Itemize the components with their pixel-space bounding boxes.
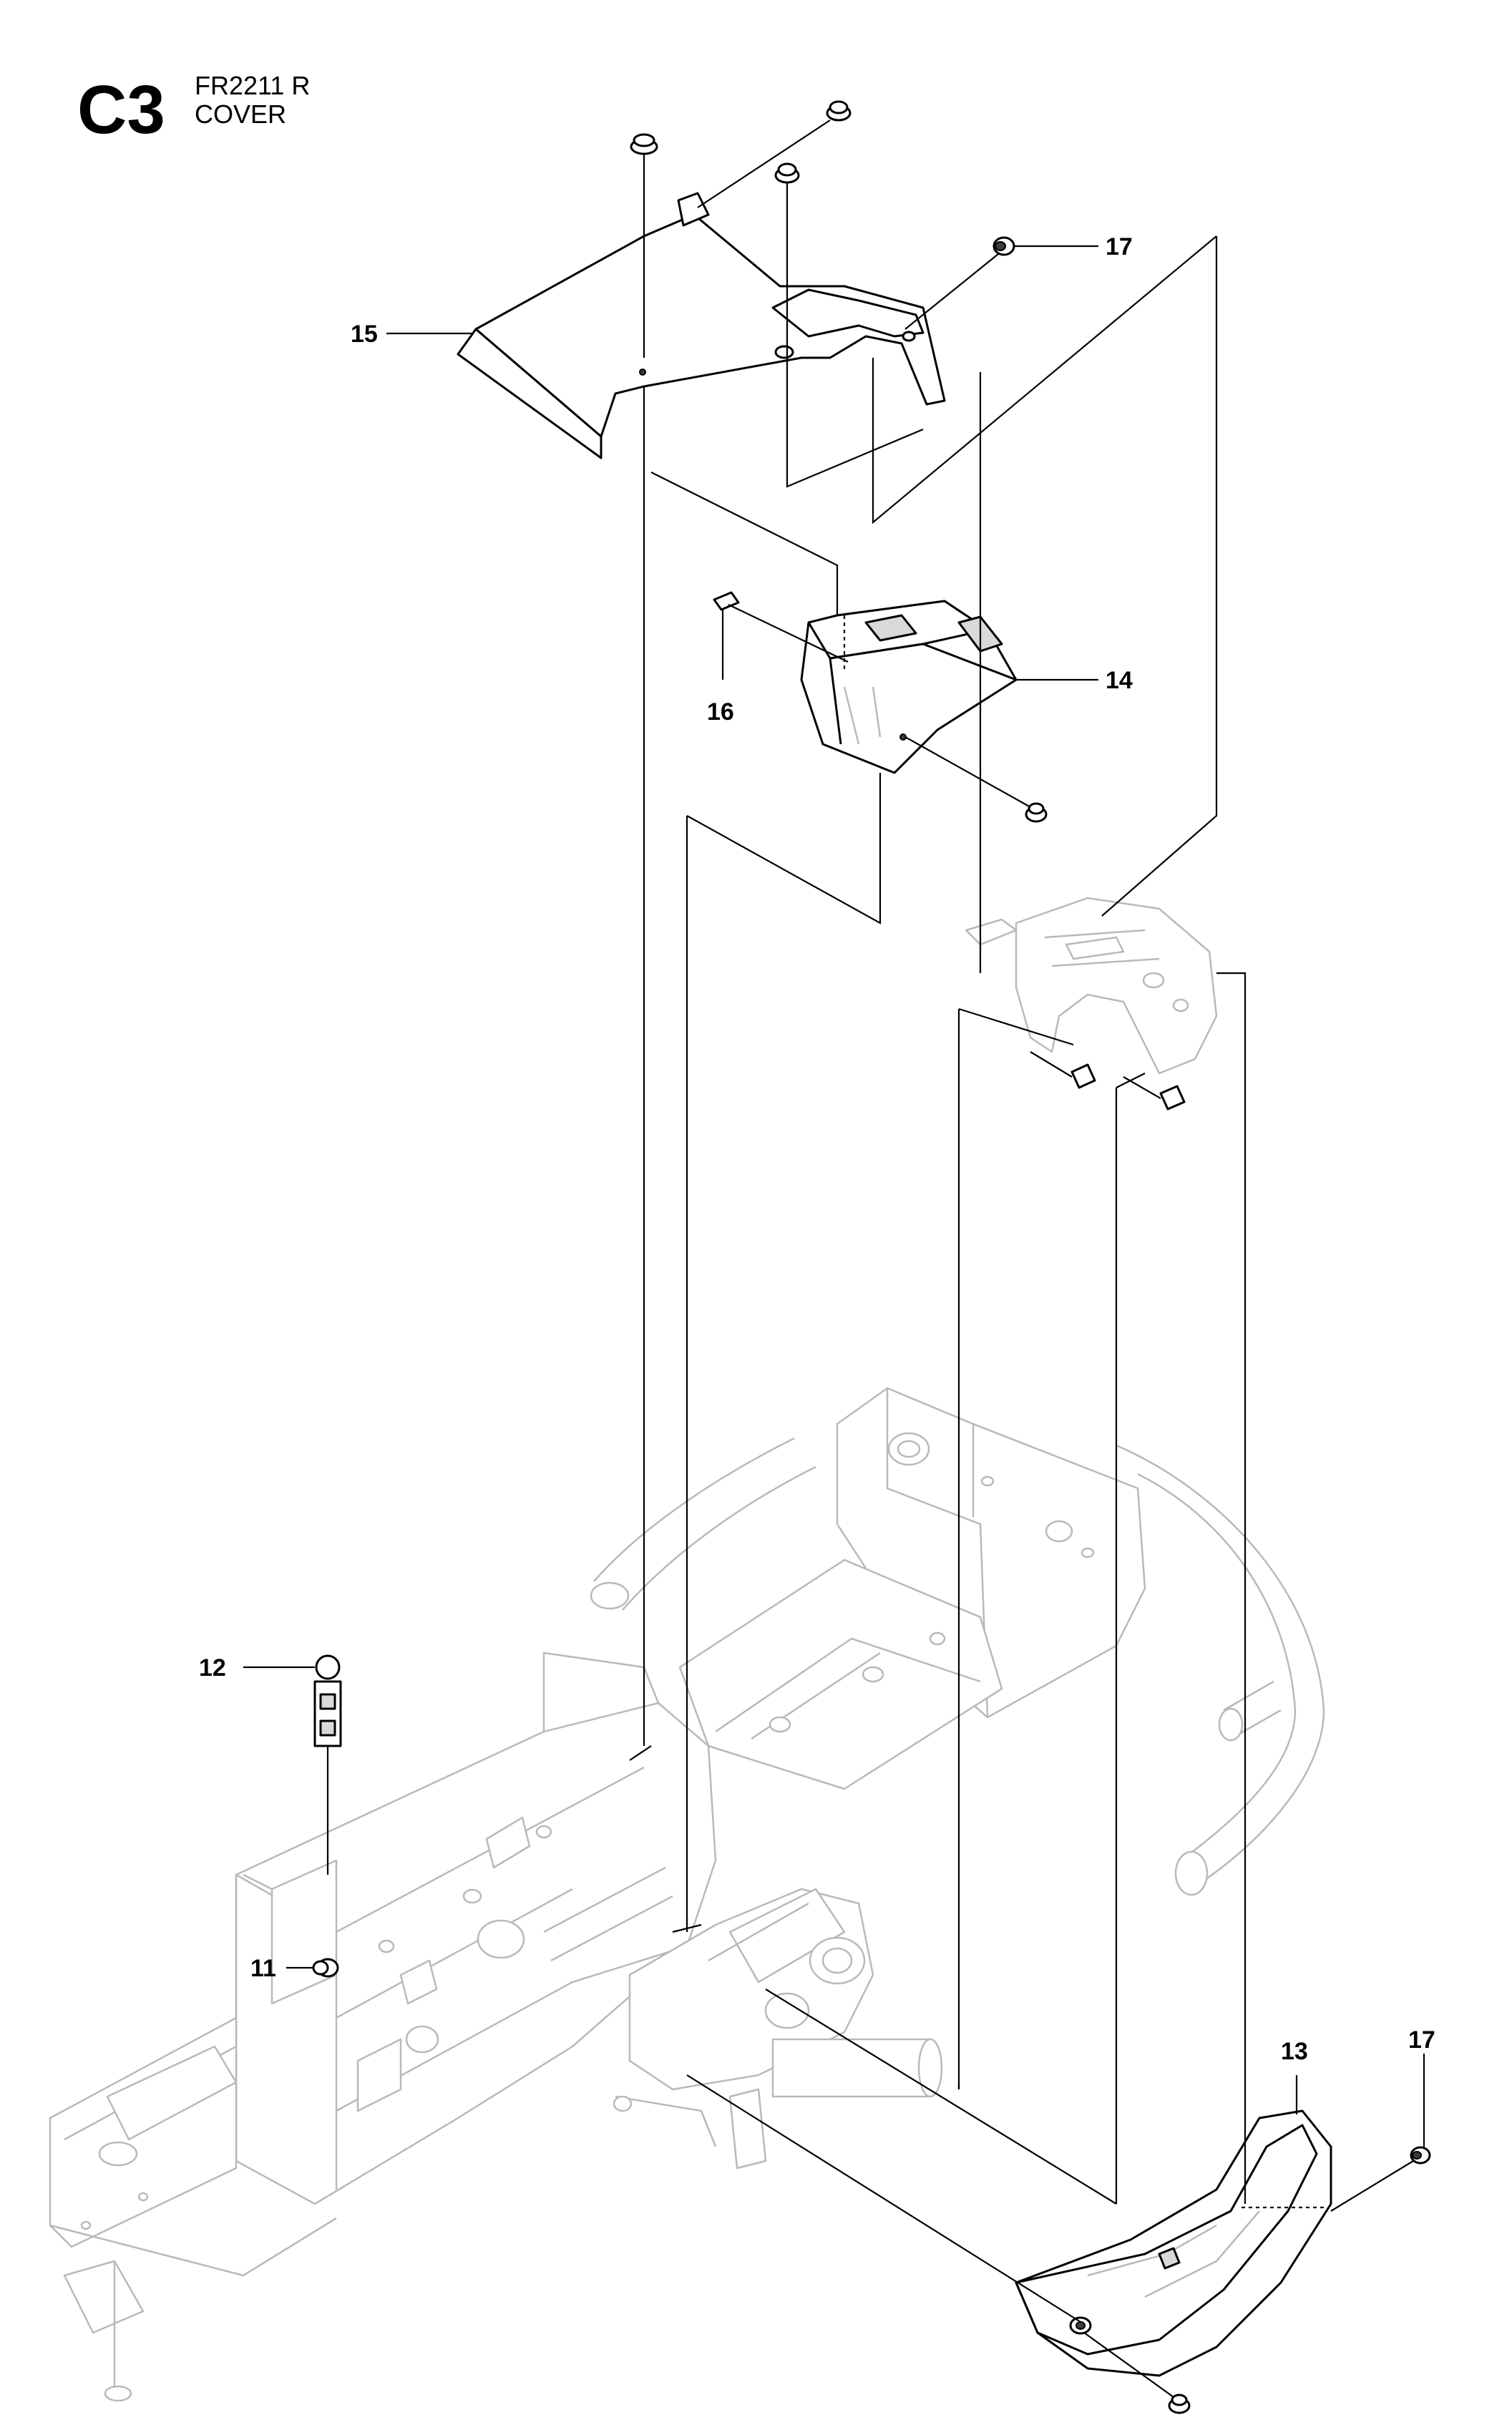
top-cover-plate <box>457 192 946 459</box>
screw-top-left <box>630 133 658 358</box>
chassis-frame-ghost <box>49 1387 1325 2402</box>
dipstick-12 <box>243 1654 342 1875</box>
section-name: COVER <box>195 99 286 129</box>
screw-top-right <box>697 100 852 208</box>
callout-16: 16 <box>707 698 734 726</box>
engine-cover-box <box>800 600 1018 774</box>
callout-17-top: 17 <box>1106 233 1133 260</box>
screw-belt-guard <box>1083 2332 1191 2414</box>
section-code: C3 <box>77 72 165 148</box>
nut-17-bottom <box>1330 2054 1431 2212</box>
screw-top-mid <box>774 162 800 343</box>
model-name: FR2211 R <box>195 71 310 100</box>
clip-16 <box>713 591 849 680</box>
callout-15: 15 <box>351 321 378 348</box>
pulley-guard-bracket <box>965 897 1218 1075</box>
bolt-bracket-right <box>1123 1076 1186 1111</box>
bolt-bracket-left <box>1030 1051 1096 1089</box>
callout-14: 14 <box>1106 667 1133 694</box>
belt-guard-13 <box>1015 2075 1332 2377</box>
callout-12: 12 <box>199 1654 226 1682</box>
callout-13: 13 <box>1281 2038 1308 2065</box>
nut-17-top <box>904 236 1098 330</box>
callout-11: 11 <box>250 1955 276 1982</box>
assembly-lines <box>629 235 1247 2323</box>
callout-leaders <box>386 332 1098 681</box>
screw-under-cover <box>904 736 1048 823</box>
plug-11 <box>286 1958 339 1978</box>
callout-17-bottom: 17 <box>1408 2026 1435 2054</box>
